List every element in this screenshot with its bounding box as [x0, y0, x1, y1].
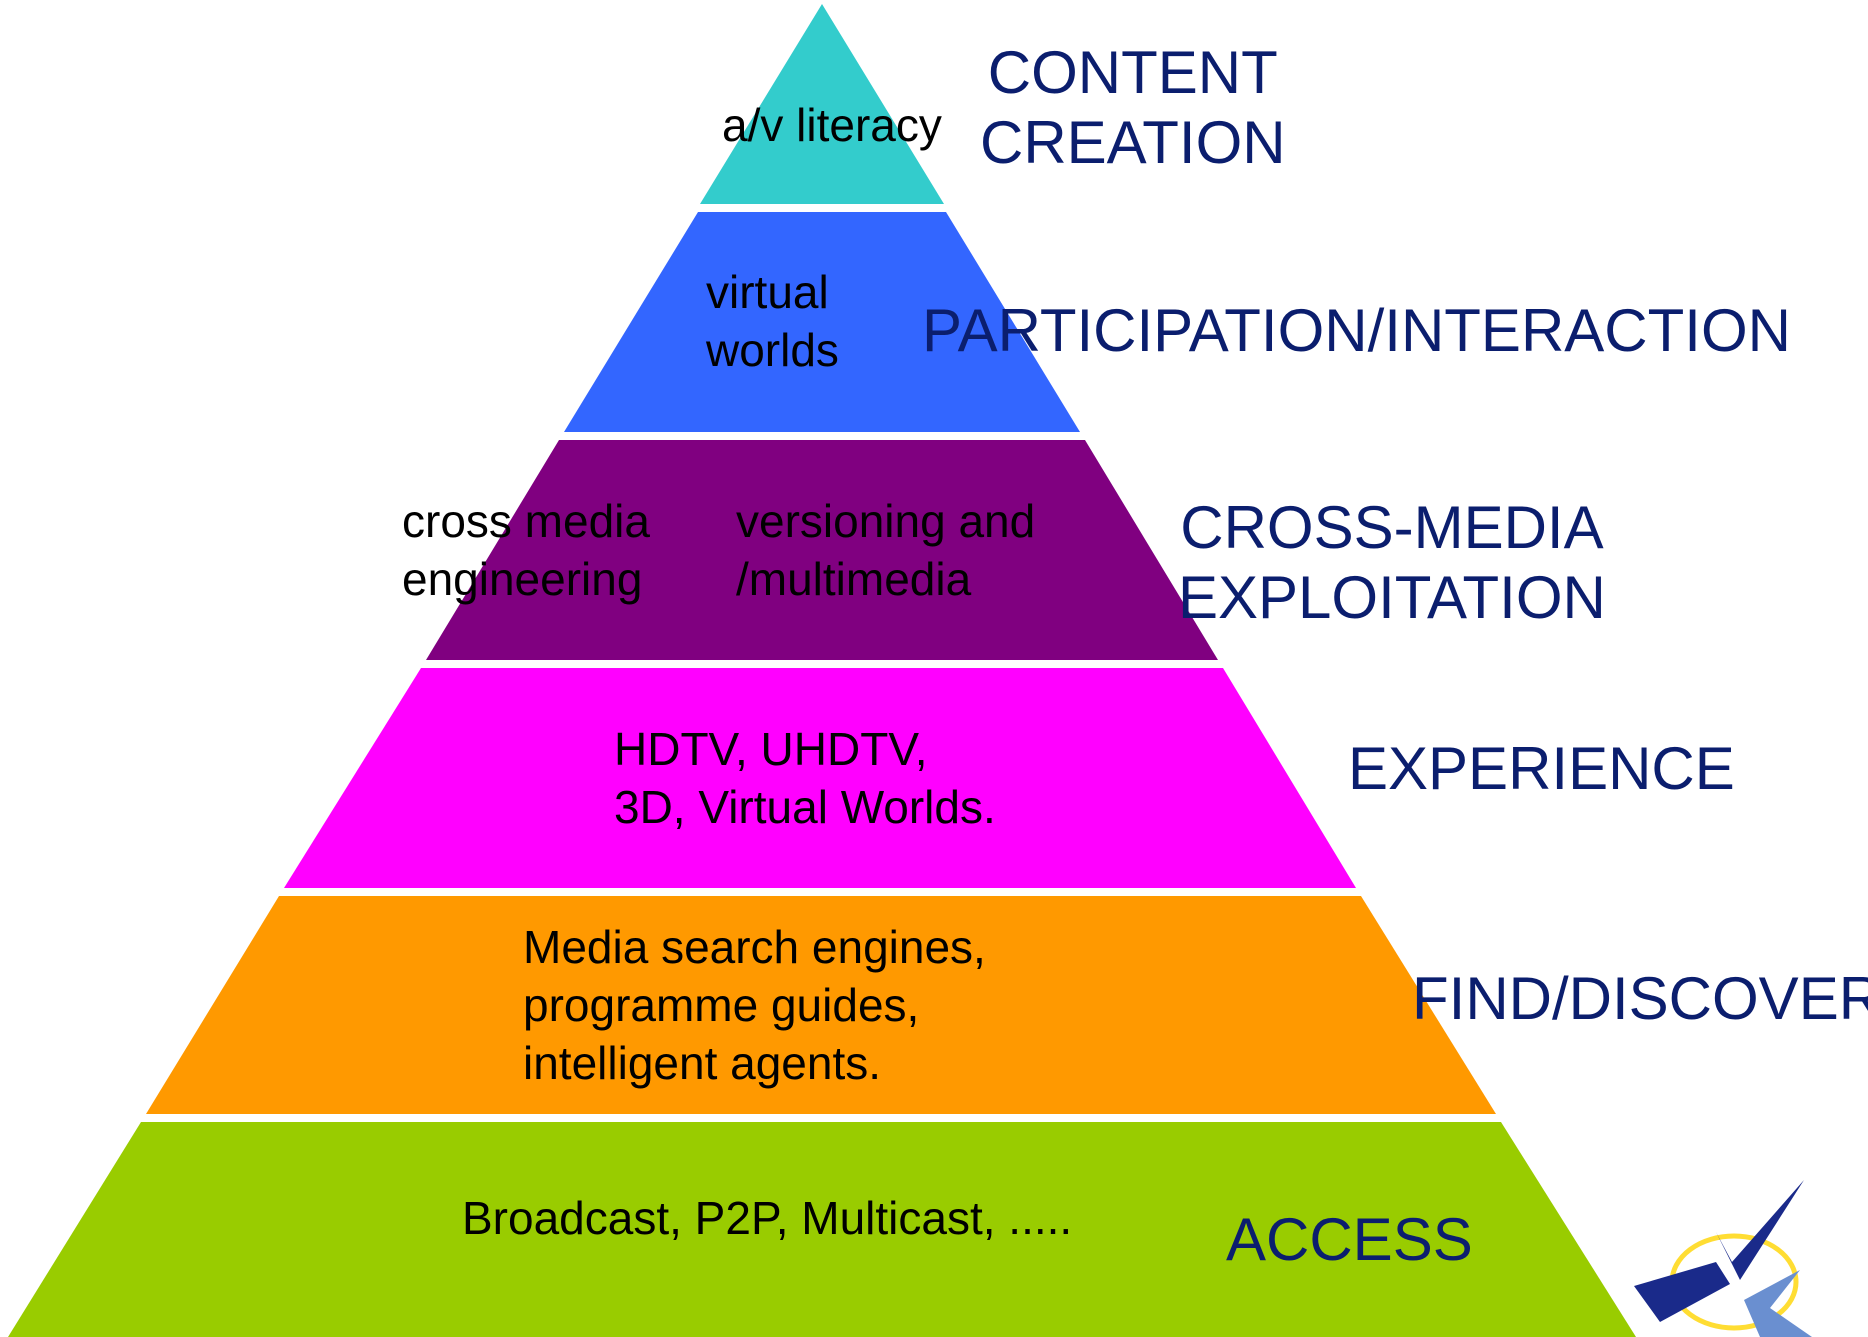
label-find-discover: FIND/DISCOVER [1412, 965, 1868, 1032]
layer-participation-interaction [564, 212, 1080, 432]
layer-access [8, 1122, 1636, 1337]
note-virtual-worlds: virtual worlds [706, 266, 839, 376]
note-media-search-engines: Media search engines, programme guides, … [523, 921, 986, 1089]
layer-experience [284, 668, 1356, 888]
layer-find-discover [146, 896, 1496, 1114]
star-check-logo [1634, 1180, 1812, 1337]
note-hdtv-uhdtv: HDTV, UHDTV, 3D, Virtual Worlds. [614, 723, 996, 833]
logo-swoosh-left [1634, 1262, 1730, 1322]
label-content-creation: CONTENT CREATION [980, 39, 1286, 176]
layer-cross-media-exploitation [426, 440, 1218, 660]
note-av-literacy: a/v literacy [722, 99, 942, 151]
note-cross-media-engineering: cross media engineering [402, 495, 650, 605]
note-broadcast-p2p-multicast: Broadcast, P2P, Multicast, ..... [462, 1192, 1073, 1244]
layer-content-creation [700, 4, 944, 204]
logo-swoosh-right [1744, 1270, 1812, 1337]
label-experience: EXPERIENCE [1348, 735, 1735, 802]
label-access: ACCESS [1226, 1206, 1473, 1273]
label-cross-media-exploitation: CROSS-MEDIA EXPLOITATION [1178, 494, 1606, 631]
note-versioning-multimedia: versioning and /multimedia [736, 495, 1036, 605]
label-participation-interaction: PARTICIPATION/INTERACTION [922, 297, 1791, 364]
